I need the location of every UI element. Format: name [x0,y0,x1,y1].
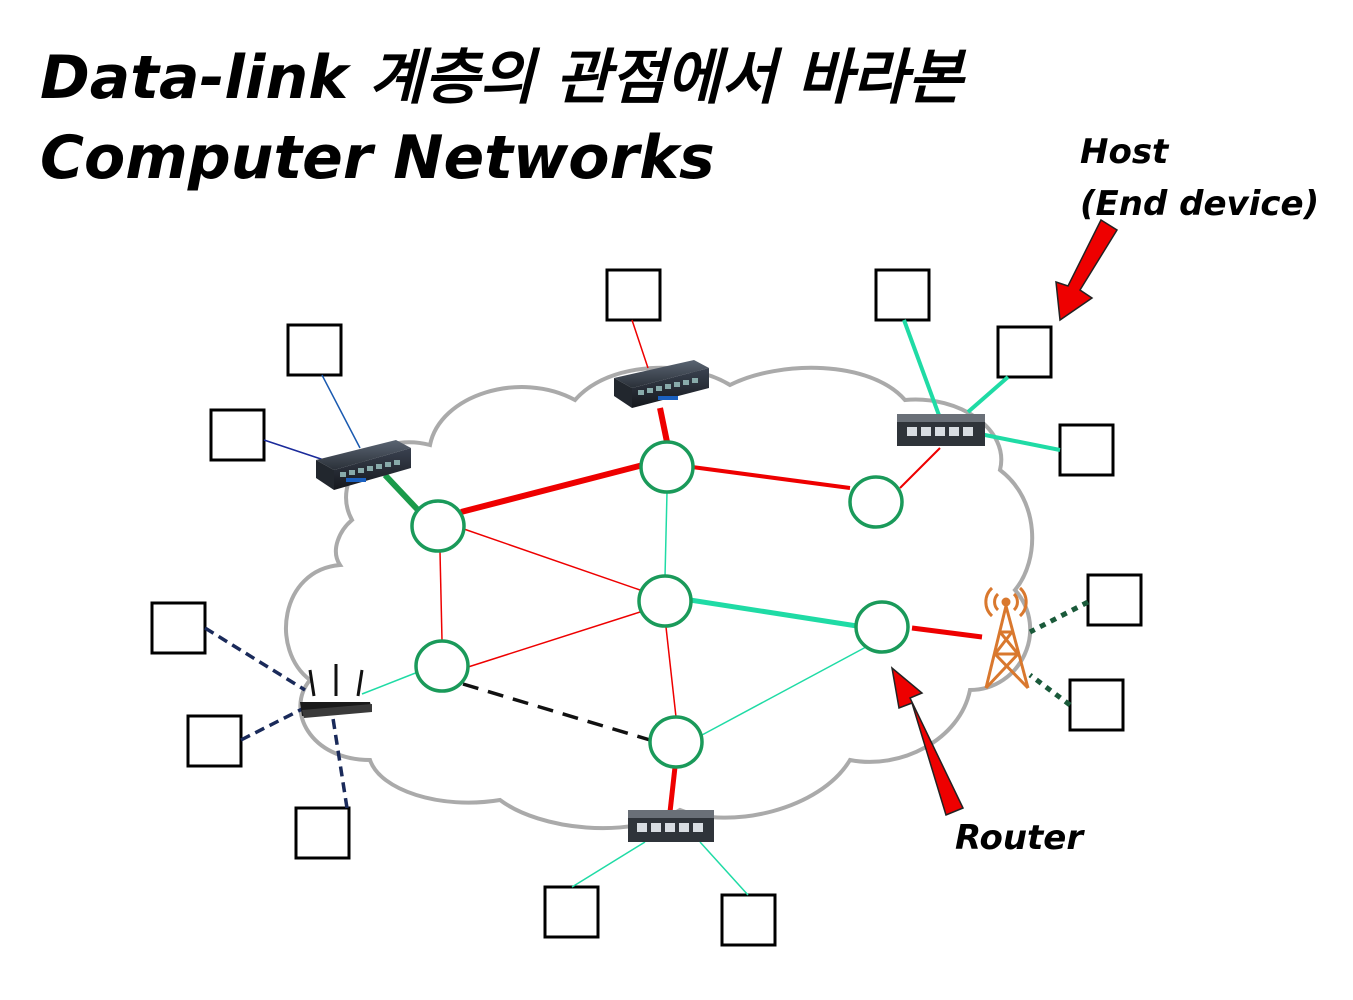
link [361,671,419,695]
host-box-icon [1068,678,1125,732]
router-node-icon [410,499,466,553]
router-node-icon [848,475,904,529]
host-label: Host (End device) [1080,126,1319,230]
router-node-icon [414,639,470,693]
link [966,375,1010,414]
switch-icon [614,360,709,408]
host-label-line-1: Host [1080,132,1169,172]
core-links [361,407,983,813]
page-title: Data-link 계층의 관점에서 바라본 Computer Networks [40,38,963,198]
link [460,527,641,591]
title-line-1: Data-link 계층의 관점에서 바라본 [40,43,963,113]
host-box-icon [605,268,662,322]
host-box-icon [286,323,343,377]
link [571,841,646,888]
wifi-router-icon [300,664,372,718]
host-box-icon [1058,423,1115,477]
access-links [204,319,1090,896]
cell-tower-icon [984,586,1030,690]
router-node-icon [637,574,693,628]
link [464,611,641,669]
link [439,551,443,641]
title-line-2: Computer Networks [40,123,715,193]
host-box-icon [996,325,1053,379]
link [263,439,331,463]
host-boxes [150,268,1143,947]
link [321,374,361,449]
host-arrow [1055,218,1119,322]
link [667,766,678,813]
switch-icon [897,414,985,446]
link [699,841,749,896]
router-node-icon [648,715,704,769]
link [460,462,644,515]
link [1028,673,1072,707]
link [330,711,349,809]
link [462,682,651,742]
host-box-icon [294,806,351,860]
host-box-icon [150,601,207,655]
host-label-line-2: (End device) [1080,184,1320,224]
host-box-icon [874,268,931,322]
link [691,465,851,490]
link [665,626,677,718]
link [631,319,649,369]
host-box-icon [186,714,243,768]
link [701,646,867,736]
link [689,597,858,629]
router-arrow [890,666,965,817]
network-cloud [284,365,1035,831]
router-nodes [410,440,910,769]
router-label: Router [955,818,1084,858]
host-box-icon [543,885,600,939]
router-node-icon [639,440,695,494]
link [911,625,983,640]
switch-icon [316,440,411,490]
link [382,472,421,513]
link [204,626,306,692]
link [899,447,941,489]
host-box-icon [1086,573,1143,627]
link [979,432,1061,452]
link [1028,599,1090,635]
link [240,703,311,742]
link [657,407,670,443]
host-box-icon [720,893,777,947]
link [902,319,942,419]
link [664,491,668,578]
switch-icon [628,810,714,842]
router-node-icon [854,600,910,654]
host-box-icon [209,408,266,462]
